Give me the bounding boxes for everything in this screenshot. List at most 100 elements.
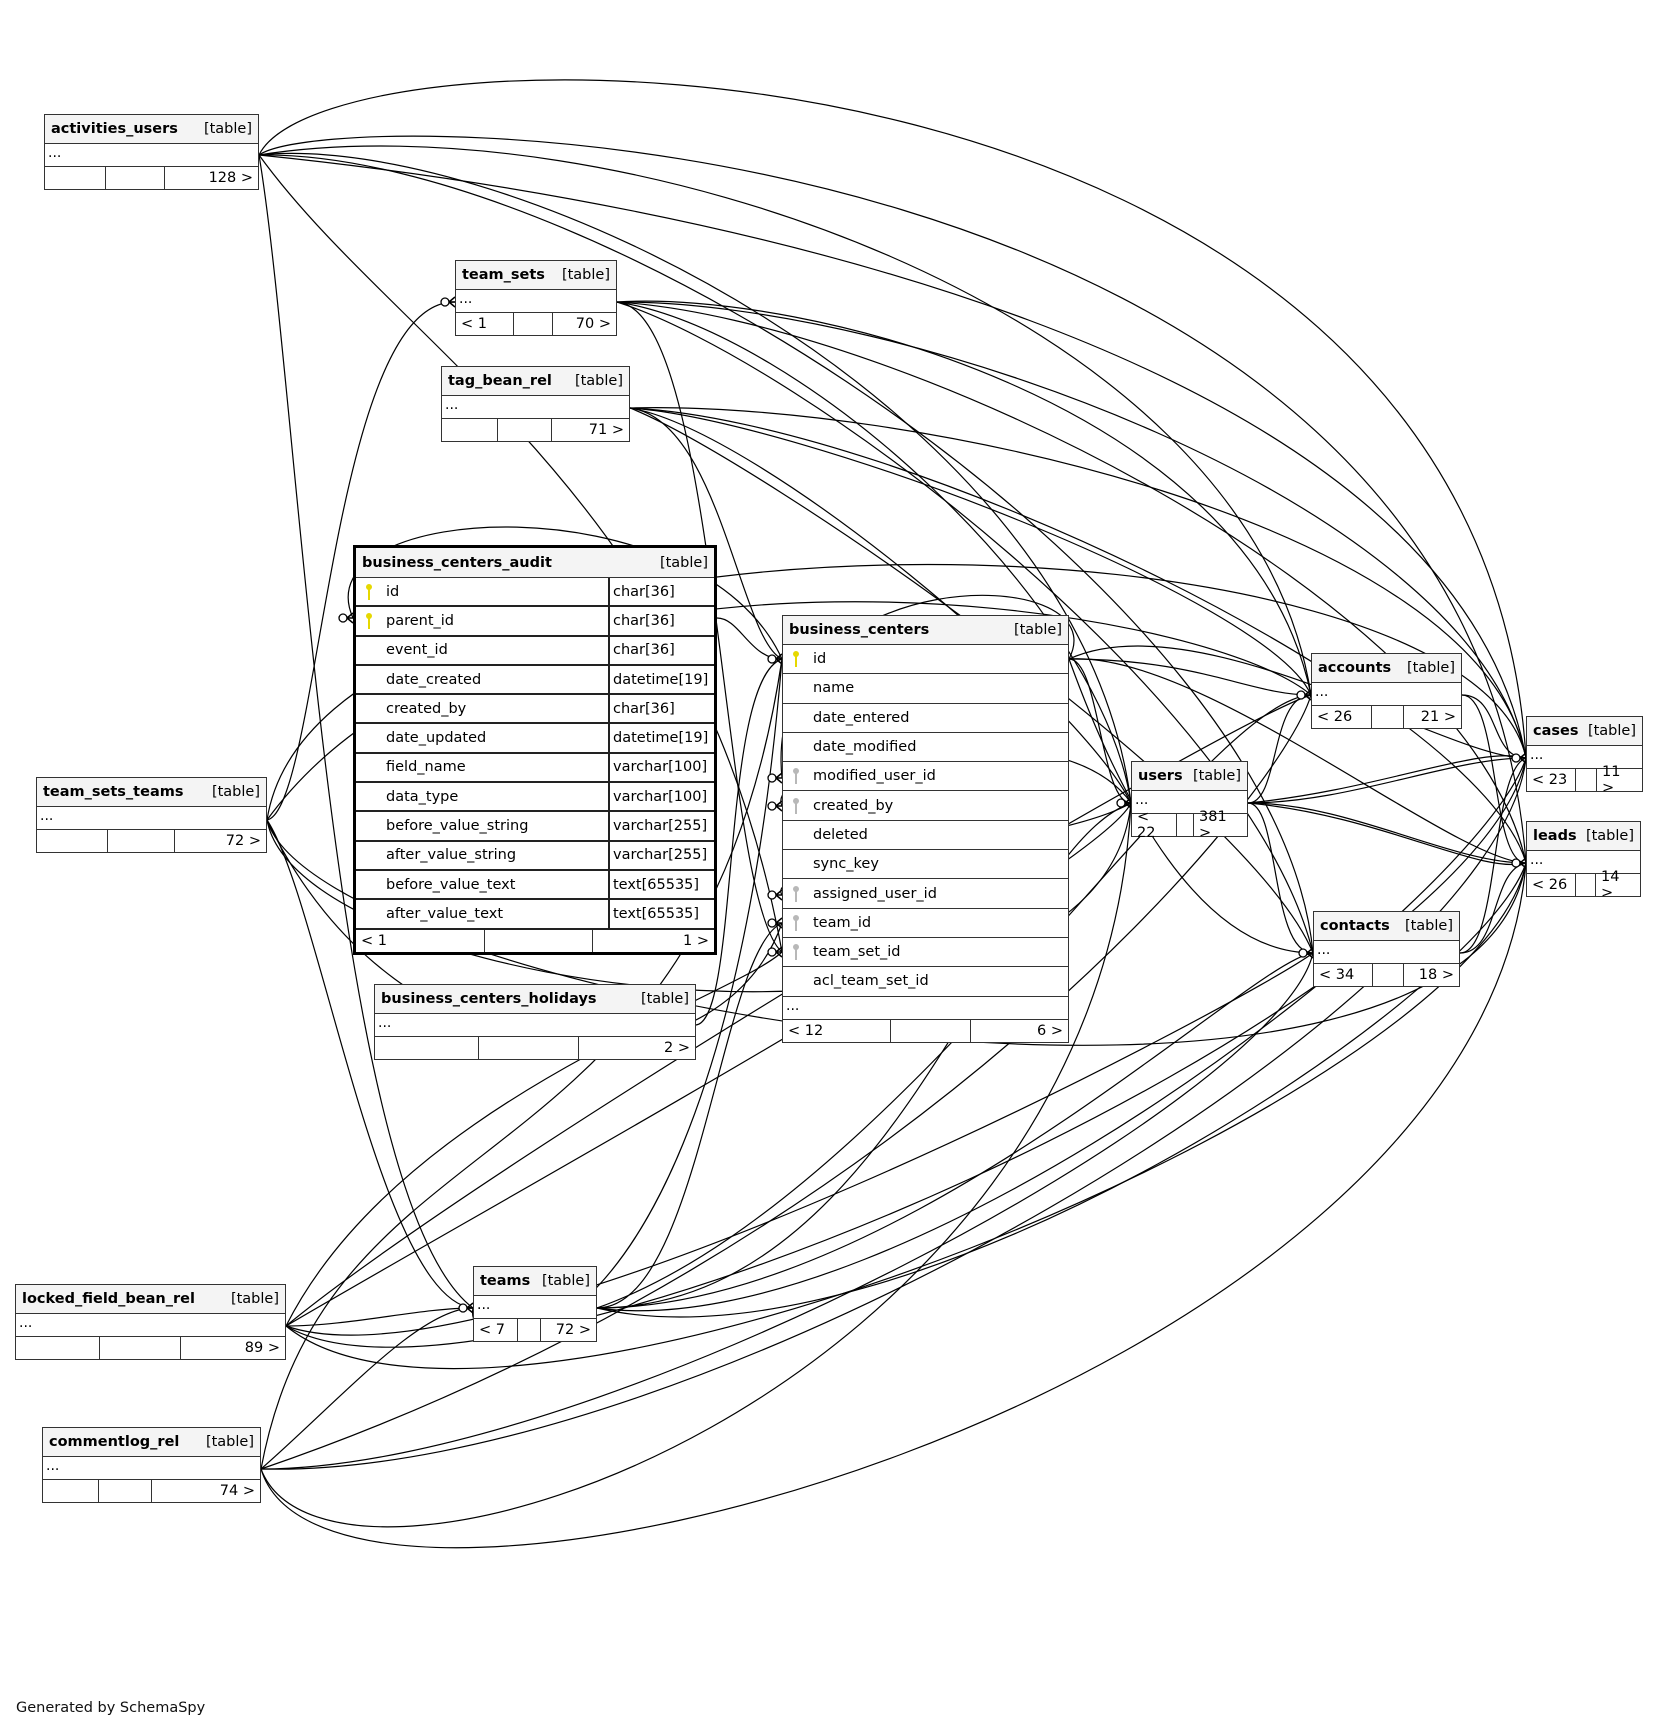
table-users[interactable]: users[table] ... < 22 381 > [1131, 761, 1248, 841]
footer-spacer [107, 830, 174, 852]
children-count[interactable]: 70 > [552, 313, 616, 335]
parents-count[interactable] [442, 419, 497, 441]
children-count[interactable]: 2 > [578, 1037, 695, 1059]
table-teams[interactable]: teams[table] ... < 7 72 > [473, 1266, 597, 1342]
children-count[interactable]: 11 > [1596, 764, 1642, 796]
relationship-line [1068, 658, 1314, 954]
relationship-line [596, 862, 1527, 1318]
column-row[interactable]: created_by [783, 791, 1068, 821]
crows-foot-icon [448, 296, 456, 308]
table-contacts[interactable]: contacts[table] ... < 34 18 > [1313, 911, 1460, 987]
table-accounts[interactable]: accounts[table] ... < 26 21 > [1311, 653, 1462, 729]
table-footer: < 12 6 > [783, 1019, 1068, 1042]
relationship-line [1247, 757, 1527, 804]
parents-count[interactable]: < 1 [361, 932, 387, 949]
table-name: locked_field_bean_rel [22, 1291, 195, 1307]
footer-spacer [1176, 814, 1193, 836]
table-locked-field-bean-rel[interactable]: locked_field_bean_rel[table] ... 89 > [15, 1284, 286, 1360]
column-row[interactable]: team_id [783, 909, 1068, 938]
children-count[interactable]: 381 > [1193, 809, 1247, 841]
optional-marker-icon [767, 947, 777, 957]
children-count[interactable]: 1 > [592, 929, 714, 952]
children-count[interactable]: 18 > [1403, 964, 1459, 986]
parents-count[interactable]: < 12 [788, 1022, 824, 1039]
children-count[interactable]: 71 > [551, 419, 629, 441]
table-leads[interactable]: leads[table] ... < 26 14 > [1526, 821, 1641, 901]
table-name: teams [480, 1273, 531, 1289]
column-row[interactable]: acl_team_set_id [783, 967, 1068, 997]
column-row[interactable]: sync_key [783, 850, 1068, 880]
primary-key-icon [789, 650, 807, 668]
table-footer: < 22 381 > [1132, 809, 1247, 841]
table-activities-users[interactable]: activities_users[table] ... 128 > [44, 114, 259, 190]
foreign-key-icon [789, 797, 807, 815]
relationship-line [285, 802, 1132, 1327]
parents-count[interactable] [45, 167, 105, 189]
column-name-cell: after_value_string [356, 842, 608, 869]
parents-count[interactable] [375, 1037, 478, 1059]
column-row[interactable]: team_set_id [783, 938, 1068, 968]
crows-foot-icon [775, 772, 783, 784]
relationship-line [258, 145, 1312, 696]
parents-count[interactable] [16, 1337, 99, 1359]
children-count[interactable]: 72 > [174, 830, 266, 852]
column-name-cell: sync_key [783, 850, 1068, 878]
children-count[interactable]: 128 > [164, 167, 258, 189]
column-row[interactable]: assigned_user_id [783, 879, 1068, 909]
crows-foot-icon [775, 653, 783, 665]
columns-ellipsis: ... [1132, 791, 1247, 814]
column-name: data_type [386, 788, 459, 805]
table-tag: [table] [203, 121, 252, 137]
children-count[interactable]: 74 > [151, 1480, 260, 1502]
table-footer: < 1 1 > [356, 929, 714, 952]
column-row[interactable]: date_entered [783, 704, 1068, 733]
relationship-line [1068, 658, 1132, 804]
crows-foot-icon [775, 889, 783, 901]
children-count[interactable]: 21 > [1403, 706, 1461, 728]
column-row[interactable]: date_modified [783, 733, 1068, 763]
column-row[interactable]: modified_user_id [783, 762, 1068, 792]
column-row[interactable]: id [783, 645, 1068, 675]
parents-count[interactable]: < 7 [479, 1322, 505, 1338]
parents-count[interactable]: < 23 [1532, 772, 1568, 788]
parents-count[interactable]: < 26 [1532, 877, 1568, 893]
children-count[interactable]: 89 > [180, 1337, 285, 1359]
table-name: accounts [1318, 660, 1392, 676]
table-team-sets[interactable]: team_sets[table] ... < 1 70 > [455, 260, 617, 336]
table-tag-bean-rel[interactable]: tag_bean_rel[table] ... 71 > [441, 366, 630, 442]
children-count[interactable]: 14 > [1595, 869, 1640, 901]
crows-foot-icon [1304, 689, 1312, 701]
table-cases[interactable]: cases[table] ... < 23 11 > [1526, 716, 1643, 796]
parents-count[interactable]: < 1 [461, 316, 487, 332]
parents-count[interactable]: < 34 [1319, 967, 1355, 983]
column-row[interactable]: deleted [783, 821, 1068, 851]
table-business-centers-holidays[interactable]: business_centers_holidays[table] ... 2 > [374, 984, 696, 1060]
table-commentlog-rel[interactable]: commentlog_rel[table] ... 74 > [42, 1427, 261, 1503]
parents-count[interactable]: < 26 [1317, 709, 1353, 725]
children-count[interactable]: 6 > [970, 1019, 1068, 1042]
parents-count[interactable] [37, 830, 107, 852]
column-name: parent_id [386, 612, 455, 629]
table-team-sets-teams[interactable]: team_sets_teams[table] ... 72 > [36, 777, 267, 853]
column-row[interactable]: name [783, 674, 1068, 704]
columns-ellipsis: ... [16, 1314, 285, 1337]
children-count[interactable]: 72 > [540, 1319, 596, 1341]
table-footer: 128 > [45, 167, 258, 189]
parents-count[interactable] [43, 1480, 98, 1502]
parents-count[interactable]: < 22 [1137, 809, 1156, 841]
relationship-line [1068, 658, 1312, 696]
